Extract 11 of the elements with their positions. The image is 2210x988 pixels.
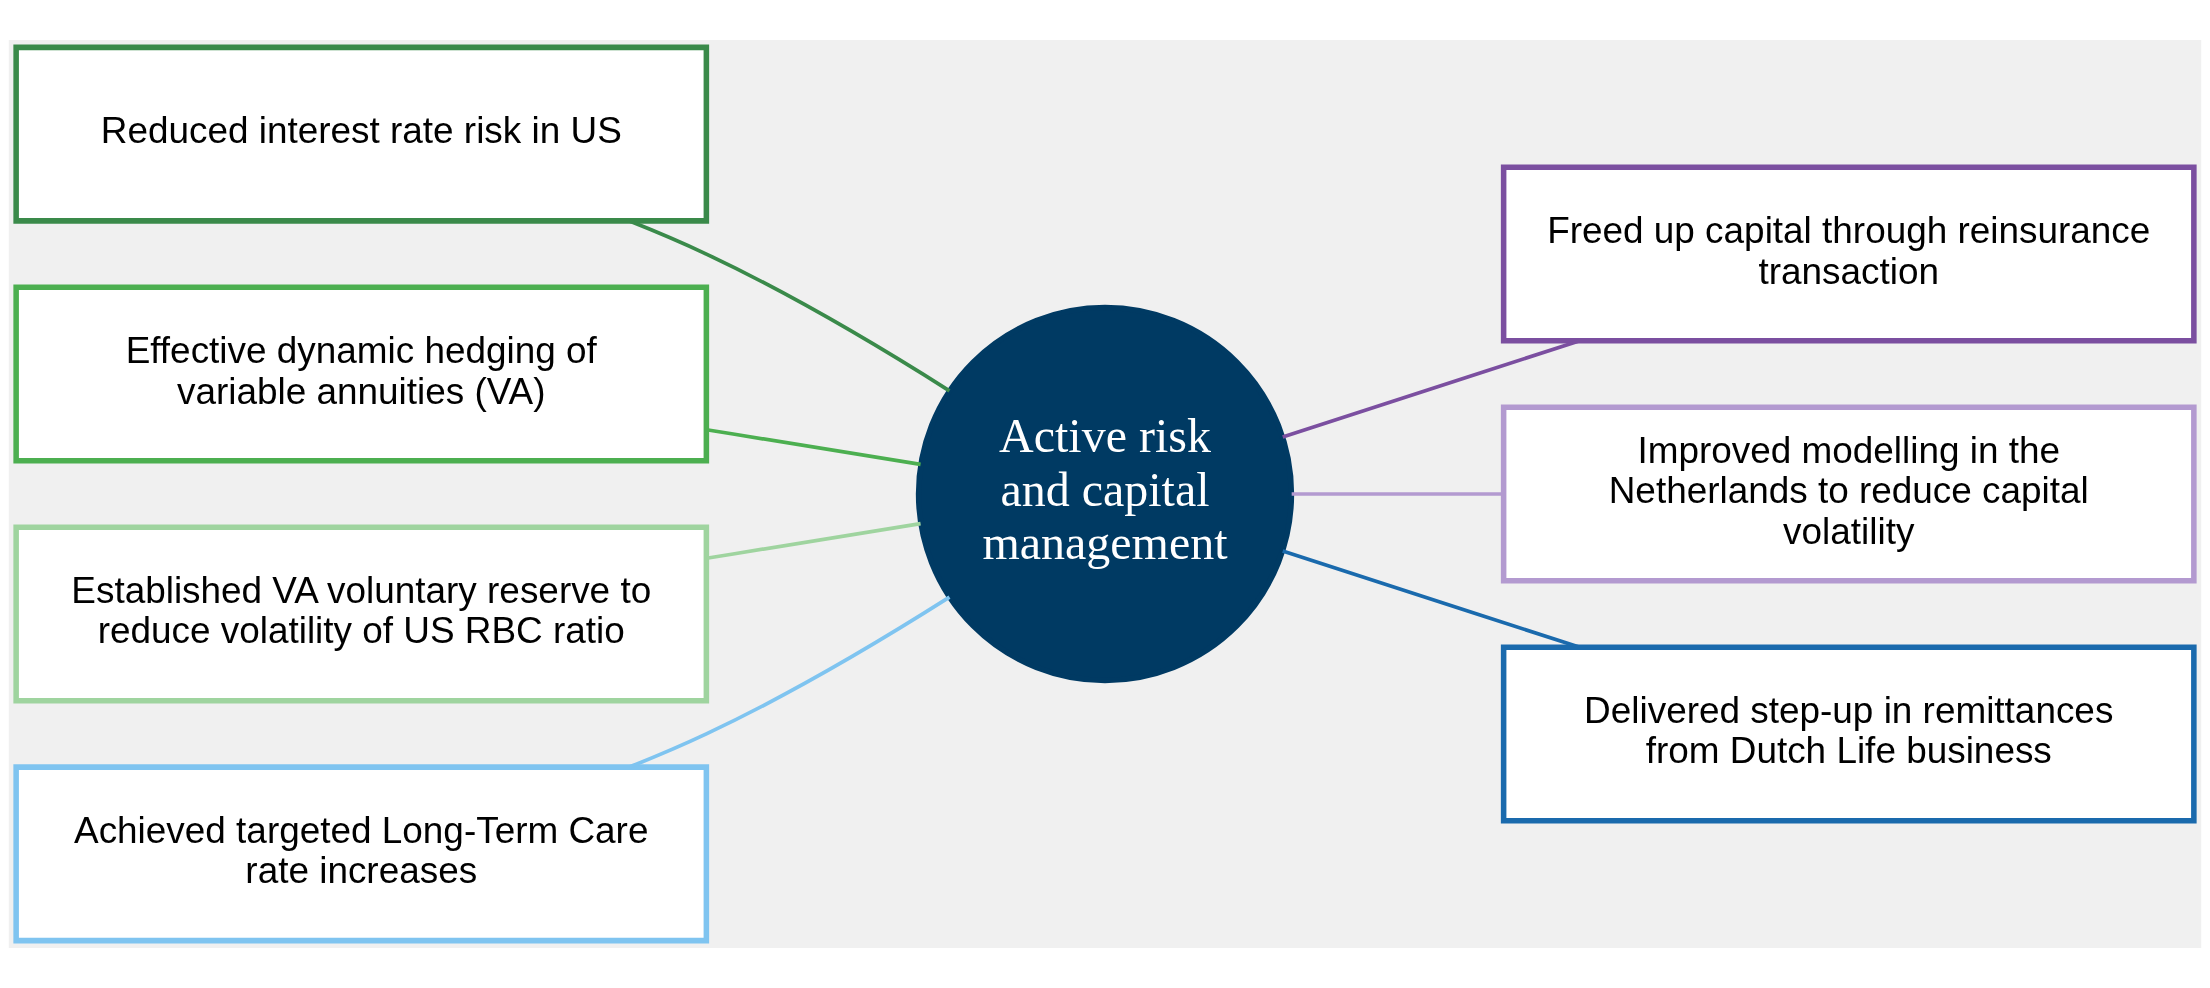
node-box: Reduced interest rate risk in US — [13, 44, 710, 224]
node-circle: Active risk and capital management — [915, 304, 1295, 684]
connector — [706, 521, 921, 561]
connector — [1291, 492, 1504, 496]
node-box: Established VA voluntary reserve to reduce volatility of US RBC ratio — [13, 524, 710, 704]
node-box: Effective dynamic hedging of variable annuities (VA) — [13, 284, 710, 464]
node-box: Achieved targeted Long-Term Care rate increases — [13, 764, 710, 944]
connector — [706, 427, 921, 467]
node-box: Delivered step-up in remittances from Dutch Life business — [1500, 644, 2197, 824]
node-box: Freed up capital through reinsurance transaction — [1500, 164, 2197, 344]
node-box: Improved modelling in the Netherlands to reduce capital volatility — [1500, 404, 2197, 584]
